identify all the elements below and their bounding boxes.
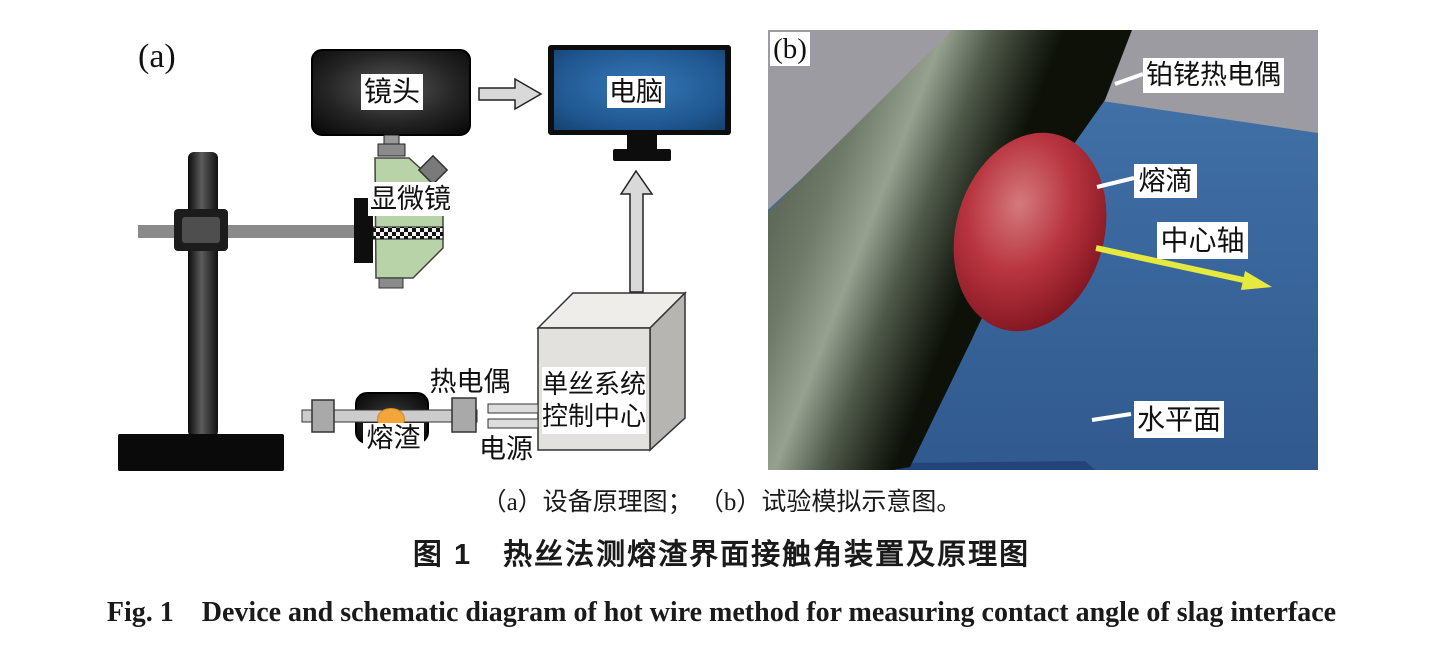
- power-lead-top: [487, 403, 539, 414]
- monitor-neck: [627, 135, 657, 150]
- molten-droplet: [953, 132, 1107, 332]
- arrow-camera-to-computer-icon: [478, 77, 543, 111]
- figure-subcaption: （a）设备原理图； （b）试验模拟示意图。: [481, 489, 962, 516]
- rod-end-block-right: [451, 397, 477, 433]
- leader-thermocouple: [1114, 72, 1144, 86]
- central-axis-label: 中心轴: [1157, 222, 1248, 259]
- central-axis-arrow-icon: [1095, 245, 1272, 290]
- figure-title-zh: 图 1 热丝法测熔渣界面接触角装置及原理图: [412, 539, 1031, 571]
- microscope-bottom-nub: [378, 277, 404, 289]
- thermocouple-label: 热电偶: [429, 367, 511, 397]
- pt-rh-thermocouple-label: 铂铑热电偶: [1143, 58, 1284, 93]
- panel-b-label: (b): [770, 32, 810, 66]
- arrow-controlbox-to-computer-icon: [619, 169, 654, 293]
- horizontal-plane-front-edge: [898, 461, 1095, 470]
- horizontal-plane-label: 水平面: [1134, 401, 1224, 438]
- power-lead-bottom: [487, 418, 539, 429]
- panel-a-label: (a): [138, 38, 176, 75]
- microscope-knob: [417, 154, 449, 186]
- control-box-label-line2: 控制中心: [542, 401, 647, 431]
- power-label: 电源: [479, 434, 533, 464]
- droplet-label: 熔滴: [1134, 164, 1197, 198]
- microscope-objective-band: [372, 226, 444, 240]
- monitor-foot: [613, 149, 671, 161]
- control-box-label-line1: 单丝系统: [542, 369, 647, 399]
- camera-mount-small: [383, 134, 400, 145]
- figure-title-en: Fig. 1 Device and schematic diagram of h…: [106, 597, 1337, 628]
- camera-label: 镜头: [361, 74, 423, 110]
- stand: [118, 152, 356, 471]
- leader-droplet: [1096, 176, 1135, 189]
- stand-clamp-face: [182, 217, 220, 243]
- microscope: [354, 154, 449, 289]
- stand-base: [118, 434, 284, 471]
- panel-b-render: [768, 30, 1318, 470]
- microscope-label: 显微镜: [368, 182, 453, 216]
- stand-post: [188, 152, 218, 437]
- horizontal-plane-surface: [893, 100, 1318, 470]
- rod-end-block-left: [311, 399, 335, 433]
- control-box-label: 单丝系统 控制中心: [542, 367, 646, 434]
- slag-label: 熔渣: [363, 423, 424, 454]
- leader-plane: [1091, 412, 1132, 422]
- computer-label: 电脑: [607, 76, 665, 108]
- camera-mount-large: [377, 143, 406, 157]
- stand-arm: [138, 225, 356, 238]
